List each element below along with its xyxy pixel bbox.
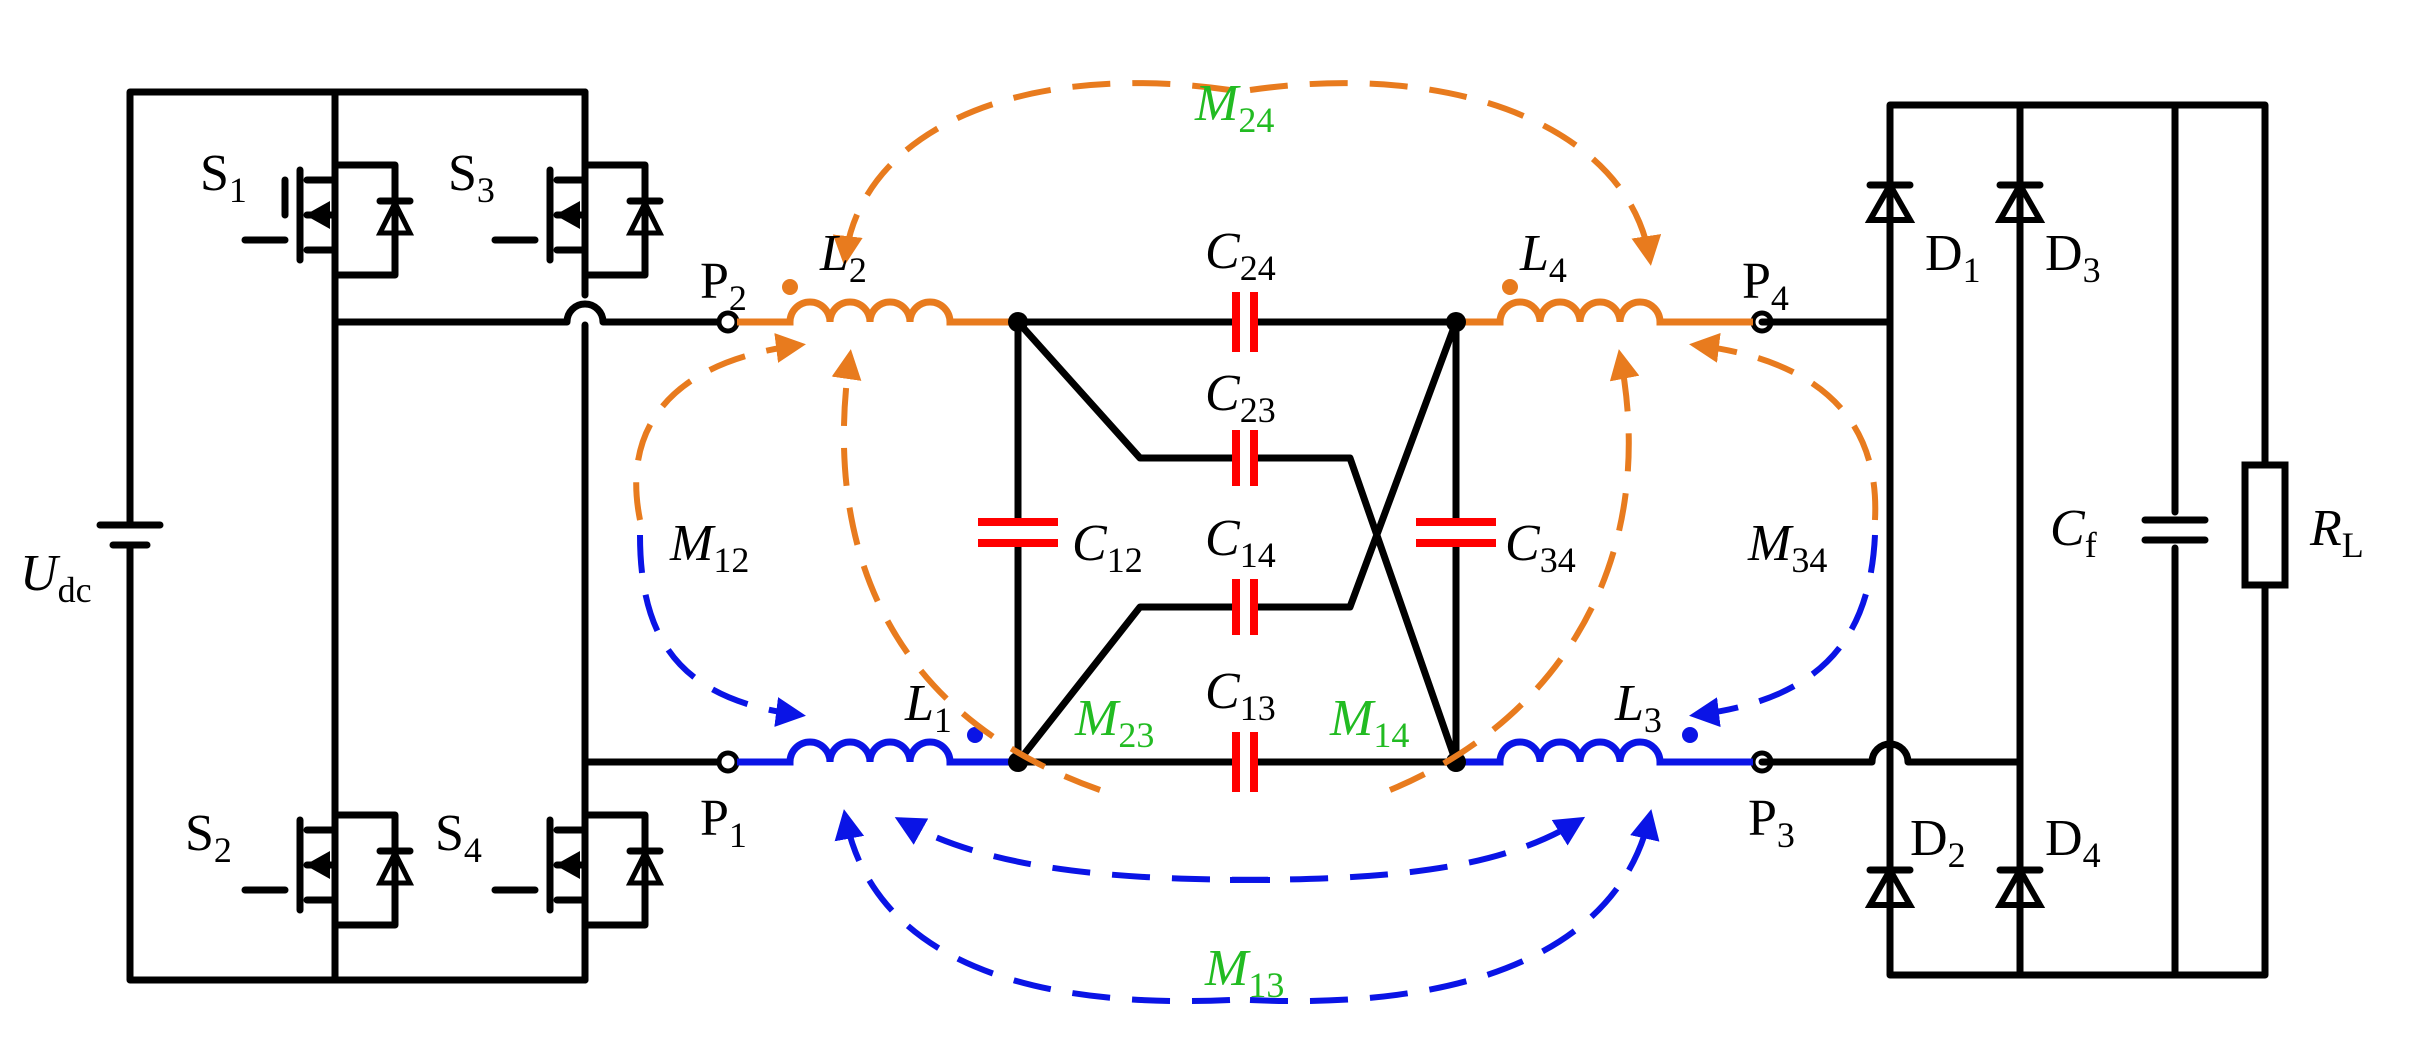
label-p4: P4 [1742,253,1789,318]
arc-m23-orange [831,349,1101,793]
label-m14: M14 [1329,690,1409,755]
switch-s1 [241,91,415,279]
coil-l2 [737,298,1018,326]
capacitor-c23 [1232,430,1258,486]
diode-d4 [1994,863,2046,908]
node-b [1446,312,1466,332]
label-s2: S2 [185,805,232,870]
label-l4: L4 [1519,225,1567,290]
plate-wires [1014,318,1460,766]
switch-s3 [491,91,665,279]
label-cf: Cf [2050,500,2097,565]
rectifier-frame [1886,101,2269,979]
label-c13: C13 [1205,663,1276,728]
switch-s2 [241,811,415,929]
inverter-section [96,88,732,984]
dc-bus-wire [126,88,589,984]
capacitor-c14 [1232,579,1258,635]
label-d1: D1 [1925,225,1981,290]
label-l2: L2 [819,225,867,290]
dot-l3 [1682,727,1698,743]
dot-l1 [967,727,983,743]
node-a [1008,312,1028,332]
label-m24: M24 [1194,75,1274,140]
labels: S1 S3 S2 S4 Udc P2 P1 P4 P3 L2 L4 L1 L3 … [20,75,2364,1005]
diode-d3 [1994,178,2046,223]
switch-s4 [491,811,665,929]
label-s4: S4 [435,805,482,870]
label-rl: RL [2309,500,2364,565]
arc-m34-top [1689,332,1879,521]
arc-m13-left [834,809,1231,1005]
label-p3: P3 [1748,790,1795,855]
label-m12: M12 [669,515,749,580]
label-c14: C14 [1205,510,1276,575]
label-c24: C24 [1205,223,1276,288]
label-l3: L3 [1614,675,1662,740]
label-p2: P2 [700,253,747,318]
label-c34: C34 [1505,515,1576,580]
label-d2: D2 [1910,810,1966,875]
label-m34: M34 [1747,515,1827,580]
capacitor-c13 [1232,732,1258,792]
capacitor-c24 [1232,292,1258,352]
dot-l4 [1502,279,1518,295]
rectifier-section [1758,101,2289,979]
arc-m34-bottom [1689,534,1878,728]
label-m13: M13 [1204,940,1284,1005]
label-s3: S3 [448,145,495,210]
coil-l3 [1456,738,1753,766]
port-p1 [716,750,740,774]
dot-l2 [782,279,798,295]
diode-d2 [1864,863,1916,908]
arc-m14-blue [1229,816,1586,883]
label-p1: P1 [700,790,747,855]
label-udc: Udc [20,545,92,610]
output-wire-p2 [331,300,732,326]
capacitor-c12 [978,518,1058,547]
arc-m23-blue [894,817,1271,883]
label-d3: D3 [2045,225,2101,290]
label-m23: M23 [1074,690,1154,755]
capacitor-c34 [1416,518,1496,547]
arc-m13-right [1249,809,1660,1005]
arc-m12-bottom [637,534,806,727]
arc-m14-orange [1388,349,1640,793]
coupler-section [633,80,1879,1005]
arc-m24-right [1249,80,1662,266]
label-d4: D4 [2045,810,2101,875]
label-c23: C23 [1205,365,1276,430]
coil-l4 [1456,298,1753,326]
arc-m24-left [832,80,1231,266]
diode-d1 [1864,178,1916,223]
label-l1: L1 [904,675,952,740]
label-c12: C12 [1072,515,1143,580]
label-s1: S1 [200,145,247,210]
load-resistor-rl [2241,461,2289,589]
coil-l1 [737,738,1018,766]
arc-m12-top [633,333,806,521]
filter-capacitor-cf [2141,516,2209,544]
